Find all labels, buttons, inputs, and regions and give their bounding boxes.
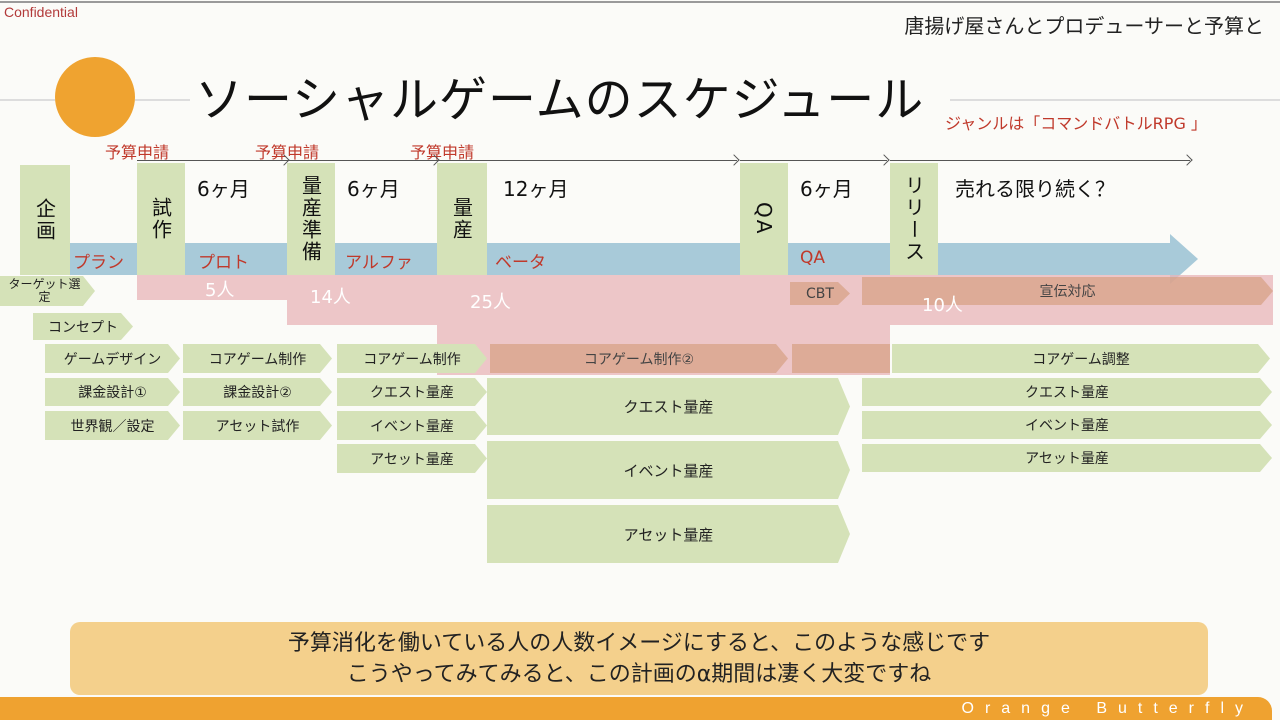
task-event-production-live: イベント量産 [862,411,1272,439]
budget-request-label: 予算申請 [105,143,170,162]
headcount-area-proto [137,275,287,300]
task-event-production-main: イベント量産 [487,441,850,499]
caption-box: 予算消化を働いている人の人数イメージにすると、このような感じです こうやってみて… [70,622,1208,695]
timeline-arrow [287,160,437,161]
timeline-arrow [890,160,1190,161]
stage-label: プラン [73,253,124,273]
duration-label: 売れる限り続く？ [955,177,1115,201]
task-quest-production-main: クエスト量産 [487,378,850,435]
brand-name: Orange Butterfly [961,700,1254,717]
stage-label: QA [800,248,826,268]
orange-circle-decoration [55,57,135,137]
page-title: ソーシャルゲームのスケジュール [195,72,925,128]
duration-label: 6ヶ月 [197,177,250,201]
top-rule [0,1,1280,3]
phase-release: リリース [890,163,938,275]
title-rule-mid [135,99,190,101]
duration-label: 6ヶ月 [347,177,400,201]
duration-label: 6ヶ月 [800,177,853,201]
task-asset-prototype: アセット試作 [183,411,332,440]
phase-preproduction: 量産準備 [287,163,335,275]
timeline-arrow [137,160,287,161]
phase-prototype: 試作 [137,163,185,275]
task-billing-2: 課金設計② [183,378,332,406]
task-core-game-adjust: コアゲーム調整 [892,344,1270,373]
task-target: ターゲット選定 [0,276,95,306]
task-world-setting: 世界観／設定 [45,411,180,440]
genre-note: ジャンルは「コマンドバトルRPG 」 [945,114,1207,133]
task-promotion: 宣伝対応 [862,277,1273,305]
stage-label: アルファ [345,253,413,273]
headcount-label: 25人 [470,292,511,313]
task-core-game-1: コアゲーム制作 [183,344,332,373]
budget-request-label: 予算申請 [410,143,475,162]
headcount-label: 5人 [205,280,235,301]
phase-qa: QA [740,163,788,275]
title-rule-left [0,99,55,101]
task-quest-production-live: クエスト量産 [862,378,1272,406]
stage-label: ベータ [495,253,546,273]
headcount-label: 10人 [922,295,963,316]
stage-band [70,243,1175,275]
task-cbt: CBT [790,282,850,305]
task-asset-production: アセット量産 [337,444,487,473]
duration-label: 12ヶ月 [503,177,569,201]
task-concept: コンセプト [33,313,133,340]
title-rule-right [950,99,1280,101]
caption-line: こうやってみてみると、この計画のα期間は凄く大変ですね [346,661,932,687]
task-billing-1: 課金設計① [45,378,180,406]
task-core-game-2: コアゲーム制作② [490,344,788,373]
task-event-production: イベント量産 [337,411,487,440]
timeline-arrow [740,160,887,161]
budget-request-label: 予算申請 [255,143,320,162]
phase-planning: 企画 [20,165,70,275]
timeline-arrow [437,160,737,161]
stage-label: プロト [198,253,249,273]
slide-subtitle: 唐揚げ屋さんとプロデューサーと予算と [904,14,1264,38]
confidential-label: Confidential [4,4,78,20]
task-asset-production-main: アセット量産 [487,505,850,563]
task-asset-production-live: アセット量産 [862,444,1272,472]
footer-bar: Orange Butterfly [0,697,1272,720]
headcount-area-alpha [287,275,437,325]
task-quest-production: クエスト量産 [337,378,487,406]
task-core-game-2-extension [792,344,890,373]
headcount-label: 14人 [310,287,351,308]
task-core-game-1b: コアゲーム制作 [337,344,487,373]
task-game-design: ゲームデザイン [45,344,180,373]
phase-production: 量産 [437,163,487,275]
caption-line: 予算消化を働いている人の人数イメージにすると、このような感じです [287,630,991,656]
